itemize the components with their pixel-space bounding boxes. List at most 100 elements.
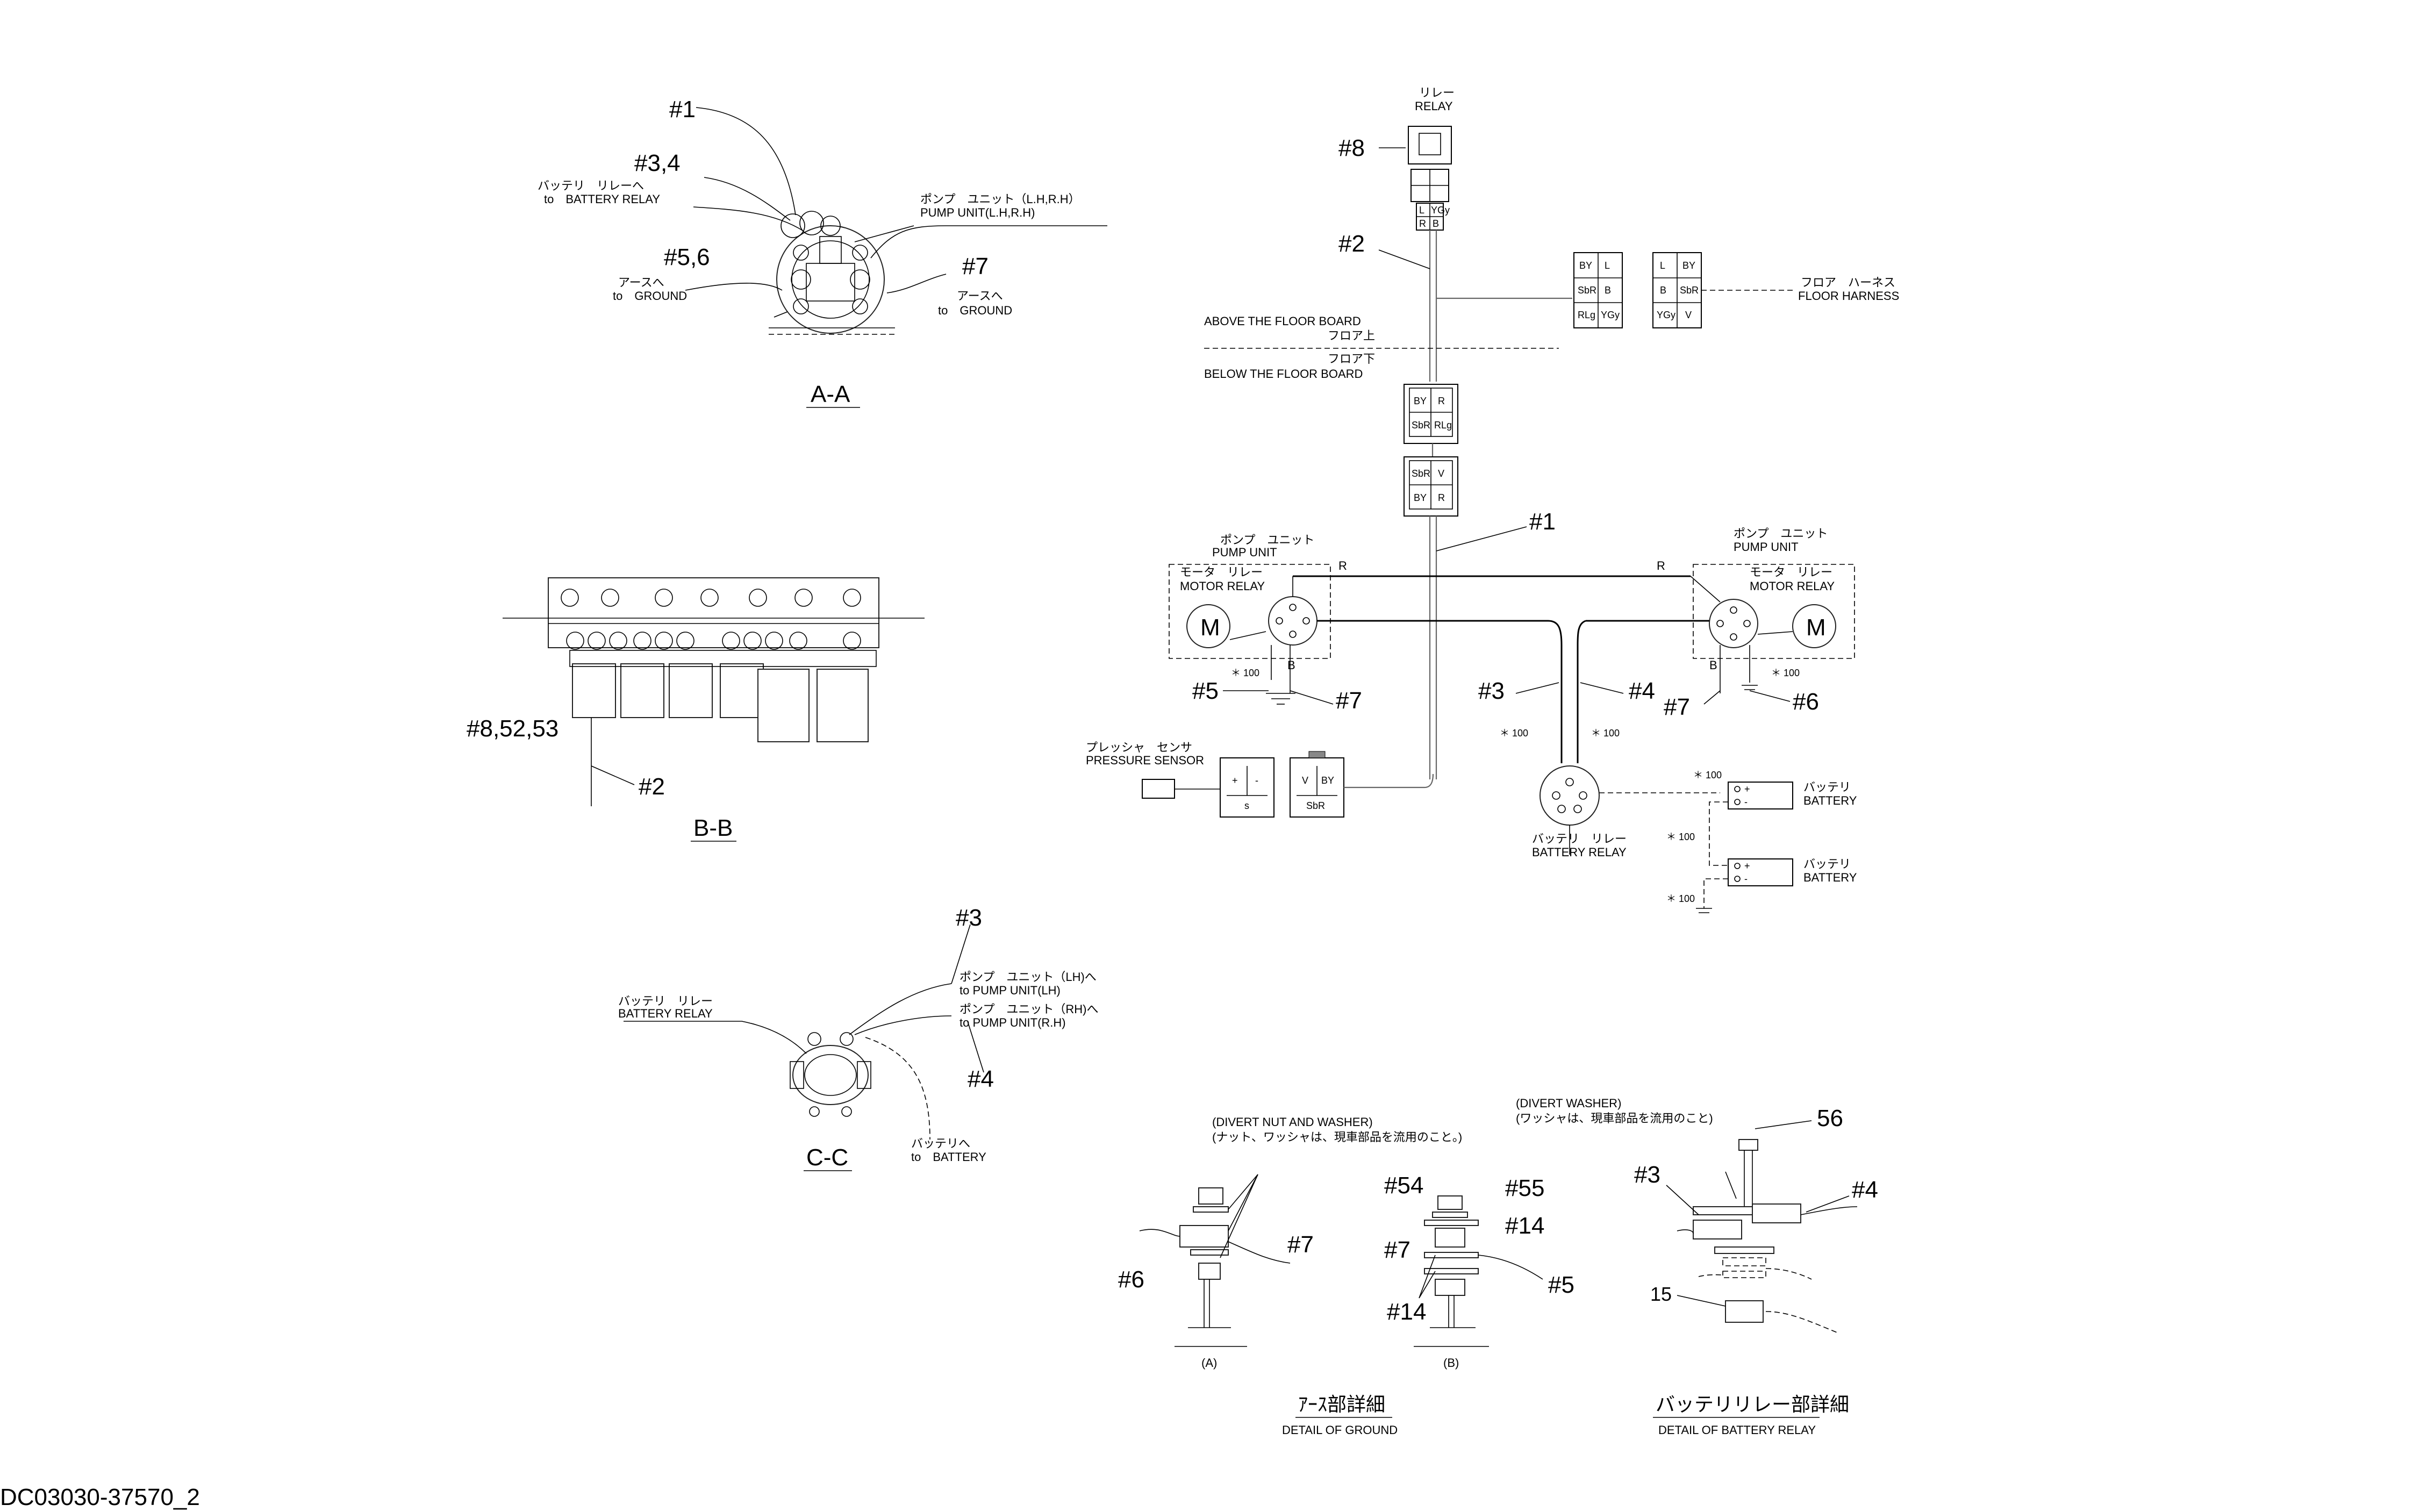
callout-4-schematic: #4 [1629, 678, 1655, 704]
dim-100-ground: ＊ 100 [1666, 893, 1695, 904]
battery-2-label-en: BATTERY [1803, 871, 1857, 884]
callout-15: 15 [1650, 1283, 1672, 1305]
callout-3-schematic: #3 [1478, 678, 1505, 704]
motor-left [1186, 604, 1230, 648]
ground-label-right-jp: アースへ [957, 289, 1003, 303]
detail-ground-title-jp: ｱｰｽ部詳細 [1298, 1393, 1385, 1415]
dim-100-bat-link: ＊ 100 [1666, 832, 1695, 842]
pin-l: L [1605, 260, 1610, 271]
detail-battery-relay-title-en: DETAIL OF BATTERY RELAY [1658, 1423, 1816, 1437]
callout-7-detail-a: #7 [1287, 1231, 1314, 1258]
dim-100-4: ＊ 100 [1591, 728, 1620, 739]
pin-b: B [1605, 285, 1611, 296]
divert-washer-note-jp: (ワッシャは、現車部品を流用のこと) [1516, 1112, 1713, 1125]
sensor-pin-minus: - [1255, 775, 1258, 786]
ground-label-left-jp: アースへ [618, 276, 664, 289]
relay-pin-b: B [1433, 218, 1439, 229]
above-floor-label-en: ABOVE THE FLOOR BOARD [1204, 314, 1361, 328]
pump-unit-left-jp: ポンプ ユニット [1220, 533, 1314, 547]
battery-1-label-jp: バッテリ [1803, 780, 1851, 794]
relay-bracket [548, 577, 879, 648]
callout-8: #8 [1338, 135, 1365, 161]
battery-1-minus: - [1744, 797, 1748, 807]
pump-unit-label-en: PUMP UNIT(L.H,R.H) [920, 206, 1035, 219]
pin-sbr: SbR [1680, 285, 1699, 296]
drawing-number: DC03030-37570_2 [0, 1484, 200, 1510]
callout-5: #5 [1192, 678, 1219, 704]
wire-r-label-left: R [1338, 559, 1347, 572]
callout-6-detail: #6 [1118, 1266, 1144, 1293]
battery-relay [1540, 765, 1600, 826]
callout-5-6: #5,6 [664, 244, 710, 270]
section-aa-title: A-A [811, 381, 850, 407]
motor-relay-right-en: MOTOR RELAY [1750, 579, 1835, 593]
wire-b-right: B [1709, 658, 1717, 672]
pin-rlg: RLg [1578, 310, 1595, 320]
section-bb-title: B-B [693, 815, 733, 841]
pin-v: V [1685, 310, 1692, 320]
pin-ygy: YGy [1657, 310, 1676, 320]
pin-by: BY [1682, 260, 1695, 271]
pin-r: R [1438, 492, 1445, 503]
relay-pin-yg: YGy [1431, 205, 1450, 216]
motor-relay-left-en: MOTOR RELAY [1180, 579, 1265, 593]
ground-label-left-en: to GROUND [613, 289, 687, 303]
ground-label-right-en: to GROUND [938, 304, 1012, 317]
pump-unit-label-jp: ポンプ ユニット（L.H,R.H） [920, 192, 1080, 206]
pump-unit-drawing [769, 211, 895, 335]
battery-label-en: to BATTERY [911, 1150, 986, 1164]
label-a: (A) [1201, 1356, 1217, 1370]
pump-unit-right-en: PUMP UNIT [1734, 540, 1799, 554]
pin-sbr: SbR [1412, 420, 1430, 431]
pump-lh-label-jp: ポンプ ユニット（LH)へ [960, 970, 1097, 984]
callout-7-left: #7 [1336, 687, 1362, 714]
pump-unit-left-en: PUMP UNIT [1212, 546, 1277, 559]
callout-7-detail-b: #7 [1384, 1237, 1410, 1263]
section-bb: #8,52,53 #2 B-B [467, 577, 925, 842]
sensor-pin-s: s [1244, 800, 1249, 811]
divert-nut-note-en: (DIVERT NUT AND WASHER) [1212, 1115, 1373, 1129]
callout-1-schematic: #1 [1529, 508, 1556, 535]
sensor-mate-pin-by: BY [1321, 775, 1334, 786]
battery-1-label-en: BATTERY [1803, 794, 1857, 807]
pin-sbr: SbR [1412, 468, 1430, 479]
pump-unit-left [1169, 564, 1331, 659]
pump-rh-label-en: to PUMP UNIT(R.H) [960, 1016, 1066, 1029]
relay-label-en: RELAY [1415, 99, 1453, 113]
dim-100-right: ＊ 100 [1771, 668, 1800, 678]
floor-harness-label-jp: フロア ハーネス [1801, 276, 1895, 289]
dim-100-left: ＊ 100 [1231, 668, 1259, 678]
battery-relay-label-en: to BATTERY RELAY [544, 192, 660, 206]
pump-rh-label-jp: ポンプ ユニット（RH)へ [960, 1002, 1098, 1016]
divert-nut-note-jp: (ナット、ワッシャは、現車部品を流用のこと。) [1212, 1130, 1462, 1144]
above-floor-label-jp: フロア上 [1328, 329, 1375, 342]
pump-unit-right-jp: ポンプ ユニット [1734, 527, 1828, 540]
battery-relay-drawing [790, 1032, 871, 1117]
wire-b-left: B [1287, 658, 1295, 672]
below-floor-label-en: BELOW THE FLOOR BOARD [1204, 367, 1363, 381]
motor-right [1792, 604, 1836, 648]
battery-label-jp: バッテリへ [911, 1137, 970, 1150]
battery-relay-label-en: BATTERY RELAY [1532, 845, 1627, 859]
pin-by: BY [1414, 492, 1427, 503]
pin-by: BY [1579, 260, 1592, 271]
battery-relay-label-jp: バッテリ リレー [1532, 832, 1627, 845]
callout-55: #55 [1505, 1175, 1544, 1201]
callout-7-right: #7 [1664, 694, 1690, 720]
motor-right-label: M [1806, 614, 1826, 641]
sensor-mate-pin-sbr: SbR [1306, 800, 1325, 811]
motor-relay-left-jp: モータ リレー [1180, 565, 1263, 579]
battery-relay-label-en: BATTERY RELAY [618, 1007, 713, 1020]
battery-2-minus: - [1744, 873, 1748, 884]
callout-3-detail: #3 [1634, 1162, 1660, 1188]
callout-4: #4 [968, 1066, 994, 1092]
wiring-schematic: リレー RELAY L YGy R B #8 #2 BY L SbR B RLg… [1086, 86, 1899, 913]
pin-by: BY [1414, 396, 1427, 406]
callout-5-detail: #5 [1548, 1272, 1574, 1298]
battery-2-plus: + [1744, 861, 1750, 871]
pressure-sensor [1142, 779, 1175, 799]
callout-2: #2 [639, 773, 665, 800]
callout-14-upper: #14 [1505, 1213, 1544, 1239]
pressure-sensor-label-jp: プレッシャ センサ [1086, 741, 1192, 754]
